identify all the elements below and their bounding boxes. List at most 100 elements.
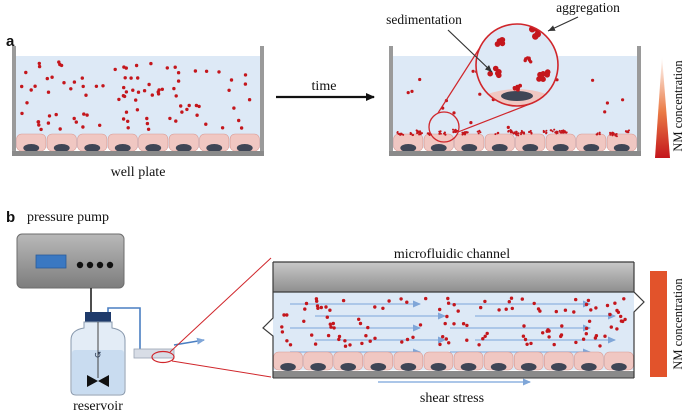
reservoir: ↺ xyxy=(70,312,126,396)
nanoparticle xyxy=(368,339,372,343)
nanoparticle xyxy=(348,343,352,347)
aggregate-particle xyxy=(427,132,430,135)
aggregate-particle xyxy=(530,132,533,135)
pump-label: pressure pump xyxy=(27,210,109,225)
nanoparticle xyxy=(121,117,126,121)
nanoparticle xyxy=(45,76,49,81)
nanoparticle xyxy=(621,98,625,102)
cell-nucleus xyxy=(53,144,70,152)
nanoparticle xyxy=(131,88,135,92)
channel-break-left xyxy=(262,262,274,378)
nanoparticle xyxy=(479,305,483,310)
nanoparticle xyxy=(623,317,627,322)
aggregate-particle xyxy=(495,70,501,77)
nanoparticle xyxy=(29,88,33,92)
nanoparticle xyxy=(176,71,181,75)
nanoparticle xyxy=(483,299,487,304)
aggregation-pointer xyxy=(547,16,579,32)
aggregate-particle xyxy=(545,132,548,135)
aggregate-particle xyxy=(558,129,561,132)
nanoparticle xyxy=(145,116,149,121)
aggregate-particle xyxy=(397,133,400,135)
panel-b-letter: b xyxy=(6,209,15,226)
nanoparticle xyxy=(574,297,578,302)
nanoparticle xyxy=(545,329,549,333)
nanoparticle xyxy=(373,305,377,309)
aggregate-particle xyxy=(509,129,512,131)
nanoparticle xyxy=(84,93,88,97)
nanoparticle xyxy=(204,122,208,126)
nanoparticle xyxy=(117,97,121,102)
nanoparticle xyxy=(622,297,626,301)
nanoparticle xyxy=(160,87,164,92)
well-bottom xyxy=(389,151,641,156)
well-bottom xyxy=(12,151,264,156)
nanoparticle xyxy=(62,81,66,85)
aggregate-particle xyxy=(609,131,612,134)
nanoparticle xyxy=(136,76,140,80)
nanoparticle xyxy=(547,335,551,339)
aggregate-particle xyxy=(461,131,464,134)
aggregate-particle xyxy=(438,132,441,135)
nanoparticle xyxy=(280,325,284,329)
nanoparticle xyxy=(366,325,370,330)
aggregate-particle xyxy=(418,133,421,136)
nanoparticle xyxy=(469,121,473,125)
reservoir-cap xyxy=(85,312,111,322)
nanoparticle xyxy=(559,333,564,337)
nanoparticle xyxy=(94,84,99,89)
cell-nucleus xyxy=(520,363,537,371)
cell-nucleus xyxy=(206,144,223,152)
aggregate-particle xyxy=(479,131,482,134)
cell-nucleus xyxy=(370,363,387,371)
aggregate-particle xyxy=(492,65,499,72)
aggregate-particle xyxy=(628,129,630,132)
nanoparticle xyxy=(150,93,154,97)
nanoparticle xyxy=(165,66,169,70)
aggregate-particle xyxy=(421,132,423,135)
nanoparticle xyxy=(129,76,133,80)
aggregate-particle xyxy=(525,56,530,60)
nanoparticle xyxy=(316,306,320,310)
nanoparticle xyxy=(554,309,558,314)
nanoparticle xyxy=(445,314,449,319)
aggregate-particle xyxy=(517,132,520,135)
nanoparticle xyxy=(46,90,51,94)
aggregate-particle xyxy=(537,71,543,78)
nanoparticle xyxy=(589,308,593,312)
nanoparticle xyxy=(204,69,209,74)
shear-stress-label: shear stress xyxy=(420,391,484,406)
zoom-source-circle xyxy=(428,111,460,143)
nanoparticle xyxy=(36,120,40,124)
cell-nucleus xyxy=(175,144,192,152)
valve-icon xyxy=(87,375,109,387)
nanoparticle xyxy=(594,334,599,338)
gradient-label: NM concentration xyxy=(671,60,685,152)
aggregate-particle xyxy=(544,69,551,75)
nanoparticle xyxy=(135,108,140,112)
panel-a-letter: a xyxy=(6,33,15,50)
nanoparticle xyxy=(563,308,568,312)
nm-concentration-gradient xyxy=(655,56,670,158)
nanoparticle xyxy=(574,340,578,345)
nanoparticle xyxy=(134,63,139,68)
nanoparticle xyxy=(603,334,607,338)
nanoparticle xyxy=(282,313,286,317)
aggregate-particle xyxy=(612,132,615,135)
nanoparticle xyxy=(521,334,526,338)
cell-nucleus xyxy=(522,144,539,152)
aggregate-particle xyxy=(494,133,497,136)
nanoparticle xyxy=(81,84,85,89)
nanoparticle xyxy=(227,88,231,93)
aggregate-particle xyxy=(496,38,503,44)
nanoparticle xyxy=(509,296,514,300)
nanoparticle xyxy=(303,307,307,311)
bar-label: NM concentration xyxy=(671,278,685,370)
nanoparticle xyxy=(605,303,610,308)
cell-layer xyxy=(273,351,634,371)
nanoparticle xyxy=(142,89,147,93)
nanoparticle xyxy=(121,94,126,98)
well-wall-left xyxy=(389,46,393,154)
nanoparticle xyxy=(358,321,363,326)
nanoparticle xyxy=(232,106,236,110)
